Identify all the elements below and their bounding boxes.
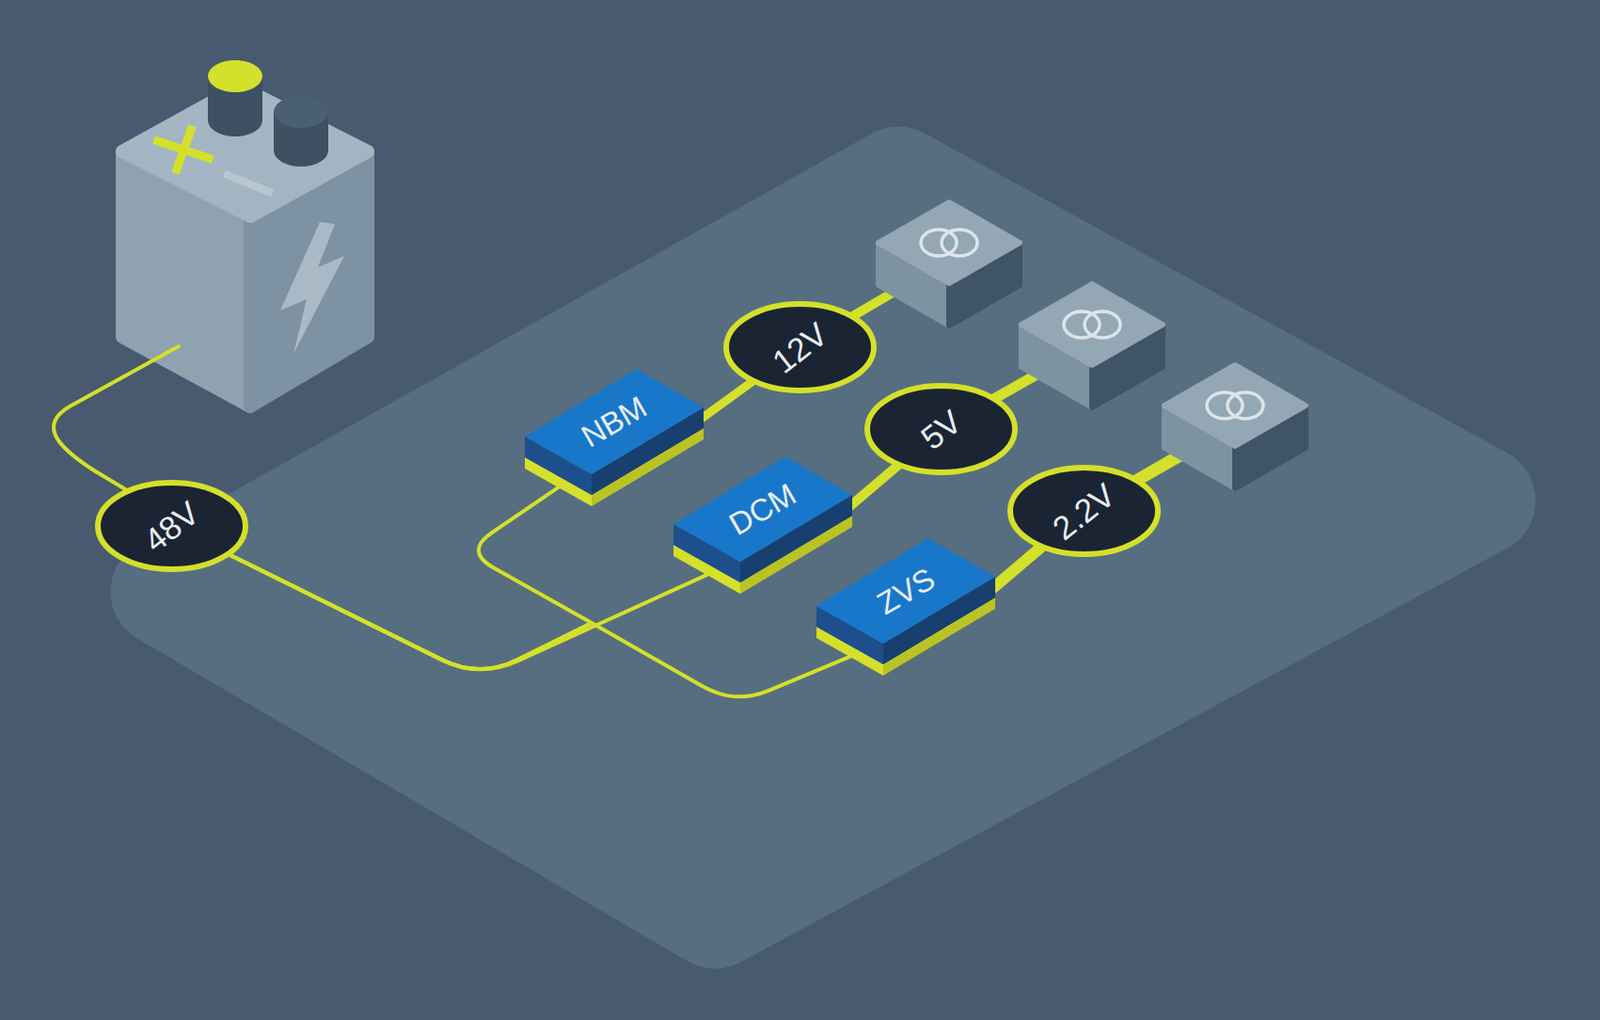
load-block	[1021, 284, 1163, 408]
battery	[122, 60, 368, 407]
power-connector	[993, 546, 1042, 588]
power-connector	[227, 554, 708, 670]
power-connector	[701, 380, 754, 419]
voltage-ellipse: 5V	[864, 382, 1018, 476]
voltage-ellipse: 48V	[95, 479, 249, 572]
battery-wire	[53, 346, 179, 499]
voltage-ellipse: 12V	[723, 300, 877, 394]
converter-module: DCM	[673, 456, 853, 594]
voltage-ellipse: 2.2V	[1007, 464, 1161, 557]
load-block	[1164, 364, 1306, 489]
converter-module: NBM	[524, 368, 704, 507]
converter-module: ZVS	[816, 538, 996, 676]
power-connector	[850, 464, 899, 507]
load-block	[878, 202, 1020, 326]
